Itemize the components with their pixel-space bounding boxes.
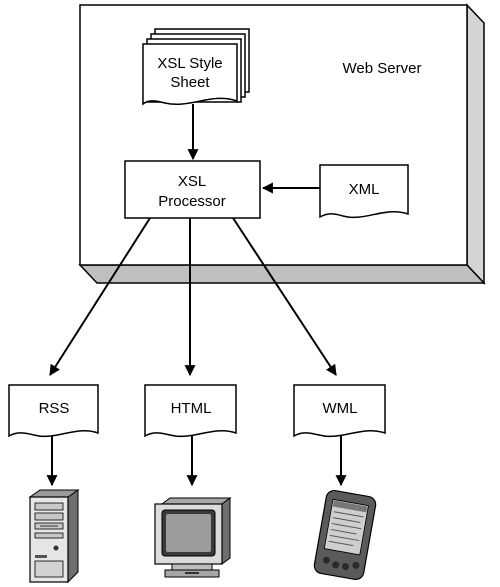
xml-label: XML [349, 181, 380, 198]
rss-document: RSS [8, 384, 99, 438]
desktop-tower-computer-icon [28, 489, 80, 584]
xml-document: XML [319, 164, 409, 219]
rss-label: RSS [39, 400, 70, 417]
web-server-label: Web Server [343, 60, 422, 77]
pda-handheld-icon [313, 489, 377, 581]
processor-label-line1: XSL [178, 173, 206, 190]
crt-monitor-icon [154, 497, 232, 578]
wml-label: WML [323, 400, 358, 417]
arrow-processor-to-wml [232, 217, 337, 376]
html-label: HTML [171, 400, 212, 417]
stylesheet-label-line2: Sheet [170, 74, 210, 91]
web-server-bottom-face [78, 264, 486, 284]
xsl-stylesheet-document: XSL Style Sheet [142, 28, 250, 106]
web-server-box: Web Server [78, 3, 486, 285]
stylesheet-label-line1: XSL Style [157, 55, 222, 72]
web-server-side-face [466, 3, 485, 285]
xsl-processor-box: XSL Processor [124, 160, 261, 219]
html-document: HTML [144, 384, 237, 438]
arrow-processor-to-rss [49, 217, 151, 376]
wml-document: WML [293, 384, 386, 438]
processor-label-line2: Processor [158, 193, 226, 210]
web-server-front-face [79, 4, 468, 266]
